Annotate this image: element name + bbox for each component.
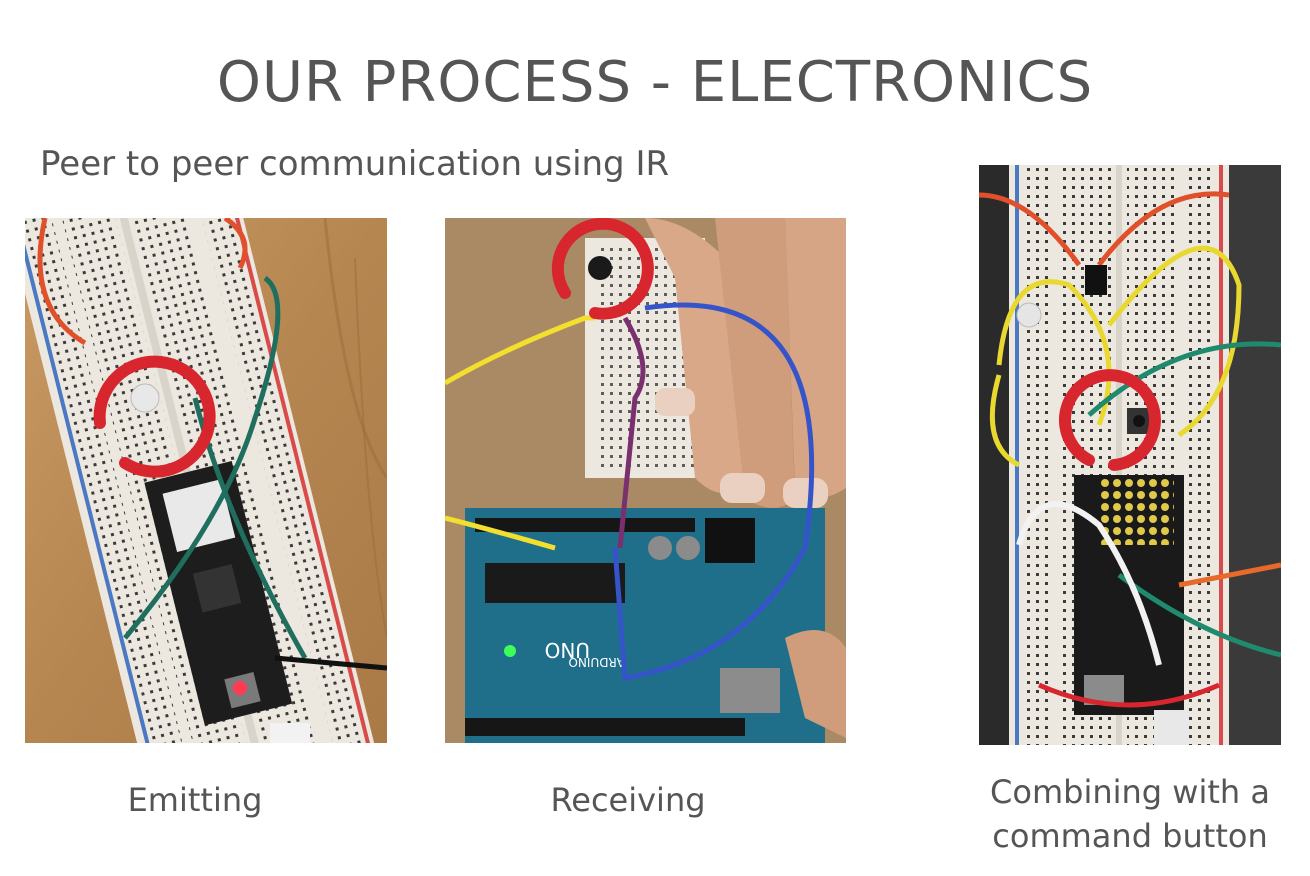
slide-subtitle: Peer to peer communication using IR	[40, 144, 670, 184]
caption-emitting: Emitting	[127, 781, 263, 819]
caption-combining-line1: Combining with a	[990, 773, 1270, 811]
combining-photo	[979, 165, 1281, 745]
arduino-brand-label: ARDUINO	[568, 655, 625, 669]
caption-combining: Combining with a command button	[970, 770, 1290, 858]
arduino-receiver-photo-icon: ARDUINO UNO	[445, 218, 846, 743]
breadboard-emitter-photo-icon	[25, 218, 387, 743]
board-model-label: UNO	[545, 638, 590, 662]
breadboard-button-photo-icon	[979, 165, 1281, 745]
caption-receiving: Receiving	[550, 781, 706, 819]
caption-combining-line2: command button	[992, 817, 1268, 855]
slide-title: OUR PROCESS - ELECTRONICS	[216, 50, 1094, 115]
emitting-photo	[25, 218, 387, 743]
receiving-photo: ARDUINO UNO	[445, 218, 846, 743]
